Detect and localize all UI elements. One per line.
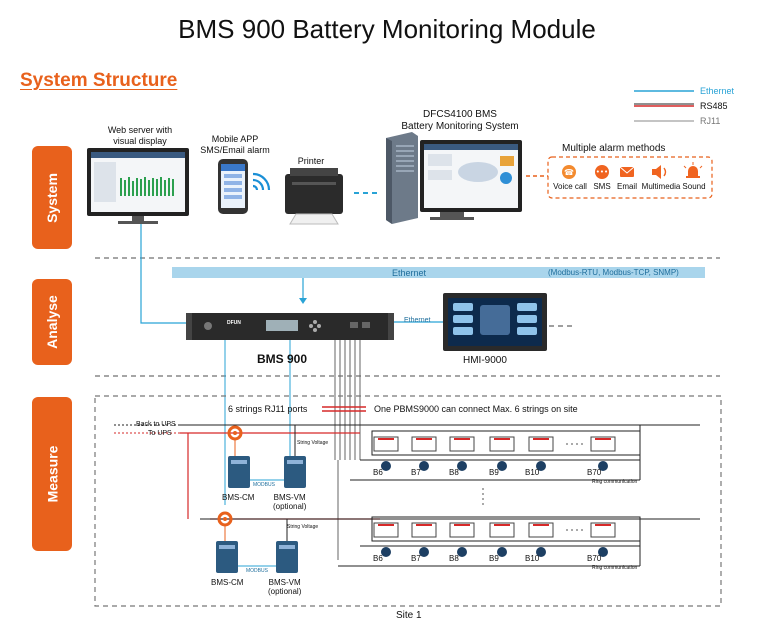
page-title: BMS 900 Battery Monitoring Module [178,14,596,44]
ring-comm-label: Ring communication [592,479,638,485]
wifi-icon [252,172,271,191]
rj11-ports-label: 6 strings RJ11 ports [228,404,308,414]
battery-label: B8 [449,468,459,477]
hmi-panel [443,293,547,351]
string-voltage-label-2: String Voltage [287,524,319,530]
mobile-app-label: Mobile APP SMS/Email alarm [200,134,270,155]
bms900-brand: DFUN [227,320,241,326]
tab-analyse: Analyse [32,279,72,365]
battery-label: B70 [587,468,602,477]
ethernet-bus-label: Ethernet [392,268,427,278]
bms-cm-module-2 [216,541,238,573]
dfcs-label: DFCS4100 BMS Battery Monitoring System [401,109,519,132]
battery-label: B70 [587,554,602,563]
sound-icon [683,162,703,178]
battery-cells-row-2 [373,522,616,557]
ethernet-protocols: (Modbus-RTU, Modbus-TCP, SNMP) [548,268,679,277]
battery-label: B9 [489,468,499,477]
alarm-email-label: Email [616,182,637,191]
email-icon [619,166,635,177]
alarm-sound-label: Sound [682,182,706,191]
battery-cells-row-1 [373,436,616,471]
tab-system: System [32,146,72,249]
battery-label: B8 [449,554,459,563]
battery-label: B9 [489,554,499,563]
svg-text:•••: ••• [596,168,608,176]
sms-icon: ••• [595,165,609,179]
bms900-unit [186,313,394,340]
printer [285,168,343,225]
voice-call-icon: ☎ [562,165,576,179]
back-to-ups-label: Back to UPS [136,421,176,428]
svg-text:☎: ☎ [564,168,574,177]
battery-string-1 [350,425,641,481]
alarm-multimedia-label: Multimedia [641,182,681,191]
legend-rs485-label: RS485 [700,101,728,111]
alarm-title: Multiple alarm methods [562,143,666,154]
battery-label: B10 [525,554,540,563]
hmi-link-label: Ethernet [404,317,431,324]
printer-label: Printer [297,156,325,166]
section-title: System Structure [20,70,178,91]
bms-vm-label-2: BMS-VM (optional) [268,578,302,596]
battery-label: B6 [373,554,383,563]
mobile-phone [218,159,248,214]
to-ups-label: To UPS [148,430,172,437]
bms-vm-module-1 [284,456,306,488]
multimedia-icon [652,165,667,179]
dfcs-server [386,132,522,224]
bms900-label: BMS 900 [257,352,308,366]
web-server-label: Web server with visual display [107,125,173,146]
rj11-cables [334,340,361,560]
battery-label: B10 [525,468,540,477]
tab-measure: Measure [32,397,72,551]
hmi-label: HMI-9000 [463,355,507,366]
alarm-box [547,156,713,199]
bms-vm-label: BMS-VM (optional) [273,493,307,511]
bms-cm-module-1 [228,456,250,488]
battery-label: B7 [411,554,421,563]
bms-cm-label: BMS-CM [222,493,255,502]
ring-comm-label-2: Ring communication [592,565,638,571]
battery-label: B6 [373,468,383,477]
alarm-sms-label: SMS [593,182,611,191]
web-server-link [140,224,190,324]
max-strings-label: One PBMS9000 can connect Max. 6 strings … [374,404,578,414]
site-label: Site 1 [396,610,422,621]
legend-ethernet-label: Ethernet [700,86,735,96]
string-voltage-label: String Voltage [297,440,329,446]
alarm-voice-call-label: Voice call [553,182,587,191]
web-server-monitor [87,148,189,224]
ethernet-bus [172,267,705,278]
bms-cm-label-2: BMS-CM [211,578,244,587]
modbus-label: MODBUS [253,482,275,488]
battery-label: B7 [411,468,421,477]
modbus-label-2: MODBUS [246,568,268,574]
bms-vm-module-2 [276,541,298,573]
battery-string-2 [338,516,641,567]
legend-rj11-label: RJ11 [700,116,721,126]
measure-box [94,395,722,607]
